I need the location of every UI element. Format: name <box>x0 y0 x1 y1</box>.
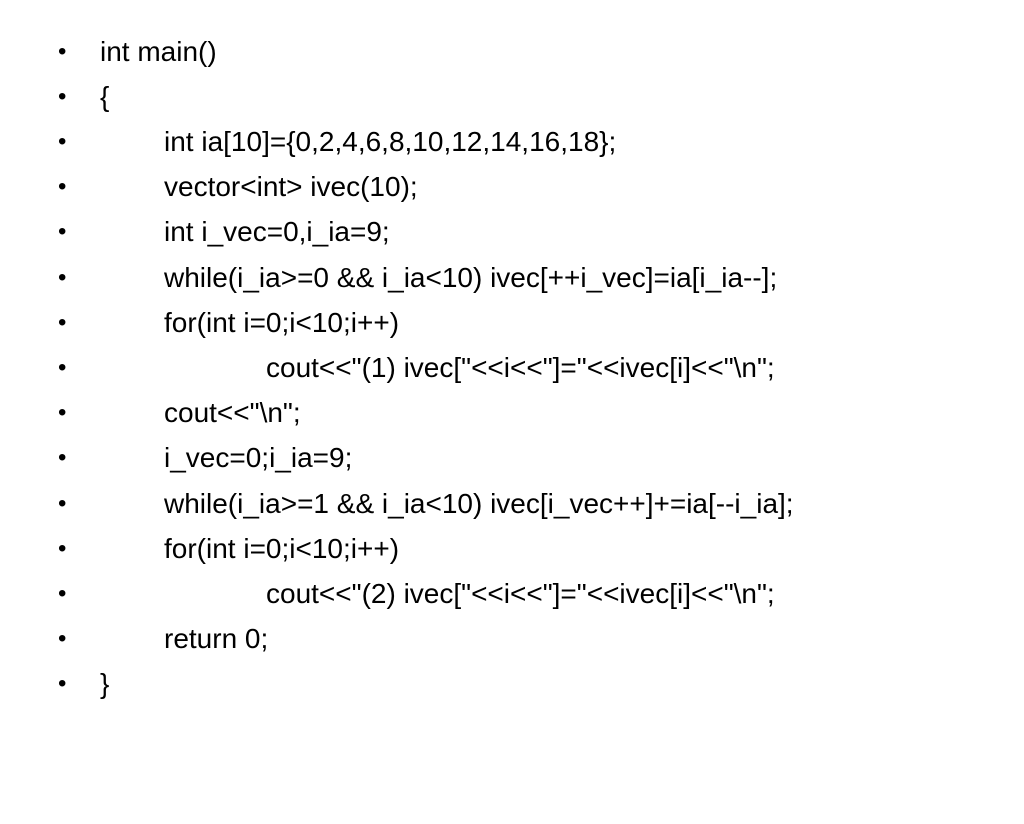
bullet-icon: • <box>58 264 67 291</box>
code-text: cout<<"(1) ivec["<<i<<"]="<<ivec[i]<<"\n… <box>266 352 775 383</box>
bullet-icon: • <box>58 354 67 381</box>
code-text: for(int i=0;i<10;i++) <box>164 307 400 338</box>
bullet-icon: • <box>58 173 67 200</box>
bullet-icon: • <box>58 625 67 652</box>
code-text: } <box>100 668 110 699</box>
code-line: • cout<<"(1) ivec["<<i<<"]="<<ivec[i]<<"… <box>0 348 1024 388</box>
bullet-icon: • <box>58 218 67 245</box>
code-line: • vector<int> ivec(10); <box>0 167 1024 207</box>
code-line: • cout<<"(2) ivec["<<i<<"]="<<ivec[i]<<"… <box>0 574 1024 614</box>
bullet-icon: • <box>58 38 67 65</box>
code-line: • for(int i=0;i<10;i++) <box>0 303 1024 343</box>
bullet-icon: • <box>58 399 67 426</box>
code-line: • return 0; <box>0 619 1024 659</box>
code-text: cout<<"\n"; <box>164 397 301 428</box>
code-text: for(int i=0;i<10;i++) <box>164 533 400 564</box>
code-line: • } <box>0 664 1024 704</box>
code-line: • int main() <box>0 32 1024 72</box>
code-text: int i_vec=0,i_ia=9; <box>164 216 390 247</box>
bullet-icon: • <box>58 83 67 110</box>
bullet-icon: • <box>58 535 67 562</box>
code-text: i_vec=0;i_ia=9; <box>164 442 353 473</box>
code-text: int ia[10]={0,2,4,6,8,10,12,14,16,18}; <box>164 126 617 157</box>
code-line: • cout<<"\n"; <box>0 393 1024 433</box>
code-text: while(i_ia>=0 && i_ia<10) ivec[++i_vec]=… <box>164 262 778 293</box>
bullet-icon: • <box>58 128 67 155</box>
bullet-icon: • <box>58 580 67 607</box>
code-text: cout<<"(2) ivec["<<i<<"]="<<ivec[i]<<"\n… <box>266 578 775 609</box>
code-text: int main() <box>100 36 217 67</box>
slide: • int main() • { • int ia[10]={0,2,4,6,8… <box>0 32 1024 704</box>
code-text: { <box>100 81 110 112</box>
code-text: return 0; <box>164 623 269 654</box>
code-text: while(i_ia>=1 && i_ia<10) ivec[i_vec++]+… <box>164 488 794 519</box>
code-line: • while(i_ia>=1 && i_ia<10) ivec[i_vec++… <box>0 484 1024 524</box>
bullet-icon: • <box>58 309 67 336</box>
code-line: • { <box>0 77 1024 117</box>
bullet-icon: • <box>58 670 67 697</box>
code-line: • i_vec=0;i_ia=9; <box>0 438 1024 478</box>
bullet-icon: • <box>58 490 67 517</box>
bullet-icon: • <box>58 444 67 471</box>
code-line: • for(int i=0;i<10;i++) <box>0 529 1024 569</box>
code-text: vector<int> ivec(10); <box>164 171 418 202</box>
code-line: • int i_vec=0,i_ia=9; <box>0 212 1024 252</box>
code-line: • int ia[10]={0,2,4,6,8,10,12,14,16,18}; <box>0 122 1024 162</box>
code-line: • while(i_ia>=0 && i_ia<10) ivec[++i_vec… <box>0 258 1024 298</box>
